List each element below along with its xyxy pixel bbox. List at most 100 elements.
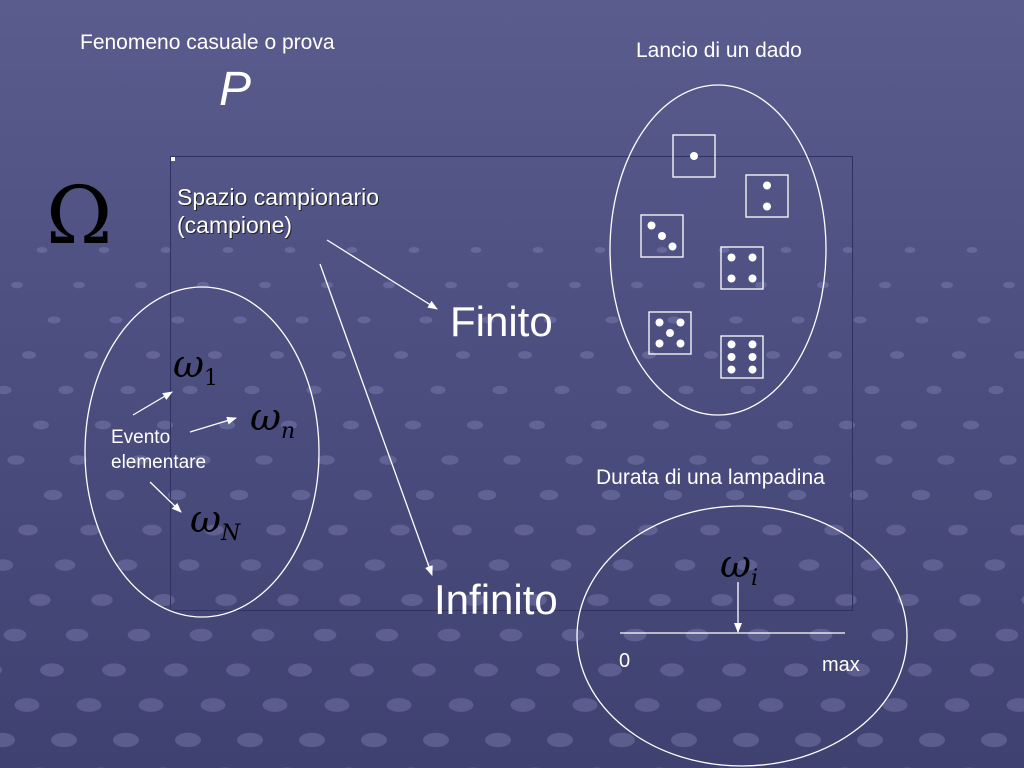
- background-dot: [259, 281, 271, 289]
- background-dot: [780, 247, 792, 253]
- background-dot: [40, 663, 64, 677]
- background-dot: [240, 559, 262, 571]
- background-dot: [561, 628, 585, 642]
- background-dot: [598, 663, 622, 677]
- background-dot: [237, 732, 263, 748]
- axis-zero-label: 0: [619, 650, 631, 672]
- background-dot: [1013, 351, 1024, 359]
- background-dot: [193, 455, 211, 465]
- durata-lampadina-label: Durata di una lampadina: [596, 466, 825, 489]
- background-dot: [0, 666, 2, 674]
- background-dot: [900, 420, 918, 430]
- background-dot: [678, 385, 694, 395]
- background-dot: [1010, 524, 1024, 536]
- background-dot: [729, 316, 743, 324]
- background-dot: [357, 316, 371, 324]
- background-dot: [751, 455, 769, 465]
- background-dot: [609, 732, 635, 748]
- background-dot: [116, 559, 138, 571]
- background-dot: [430, 385, 446, 395]
- background-dot: [43, 489, 63, 501]
- background-dot: [846, 663, 870, 677]
- background-dot: [897, 594, 919, 606]
- background-dot: [142, 524, 162, 536]
- content-frame: [170, 156, 853, 611]
- finito-label: Finito: [450, 298, 553, 345]
- background-dot: [507, 281, 519, 289]
- background-dot: [594, 247, 606, 253]
- background-dot: [32, 420, 50, 430]
- lampadina-ellipse: [576, 505, 908, 767]
- die-face-3: [640, 214, 684, 258]
- background-dot: [54, 559, 76, 571]
- background-dot: [576, 524, 596, 536]
- background-dot: [499, 628, 523, 642]
- background-dot: [933, 628, 957, 642]
- background-dot: [226, 663, 250, 677]
- background-dot: [634, 698, 660, 712]
- background-dot: [204, 524, 224, 536]
- background-dot: [864, 385, 880, 395]
- background-dot: [517, 351, 533, 359]
- background-dot: [284, 247, 296, 253]
- background-dot: [383, 281, 395, 289]
- background-dot: [514, 524, 534, 536]
- background-dot: [466, 420, 484, 430]
- background-dot: [733, 732, 759, 748]
- background-dot: [543, 316, 557, 324]
- background-dot: [127, 628, 151, 642]
- background-dot: [29, 594, 51, 606]
- background-dot: [605, 316, 619, 324]
- background-dot: [251, 628, 275, 642]
- background-dot: [758, 698, 784, 712]
- background-dot: [813, 455, 831, 465]
- background-dot: [98, 247, 110, 253]
- die-pip: [676, 318, 685, 327]
- background-dot: [663, 489, 683, 501]
- background-dot: [762, 524, 782, 536]
- background-dot: [835, 594, 857, 606]
- background-dot: [423, 732, 449, 748]
- background-dot: [288, 663, 312, 677]
- die-pip: [727, 274, 736, 283]
- background-dot: [368, 385, 384, 395]
- background-dot: [299, 732, 325, 748]
- background-dot: [419, 316, 433, 324]
- evento-line-2: elementare: [111, 452, 207, 473]
- fenomeno-title: Fenomeno casuale o prova: [80, 31, 335, 54]
- background-dot: [908, 663, 932, 677]
- background-dot: [937, 455, 955, 465]
- background-dot: [740, 385, 756, 395]
- background-dot: [280, 420, 298, 430]
- background-dot: [244, 385, 260, 395]
- omega-n-glyph: ω: [250, 395, 281, 439]
- background-dot: [404, 420, 422, 430]
- background-dot: [0, 385, 12, 395]
- background-dot: [922, 559, 944, 571]
- die-pip: [647, 221, 656, 230]
- background-dot: [722, 663, 746, 677]
- background-dot: [915, 316, 929, 324]
- background-dot: [178, 559, 200, 571]
- background-dot: [73, 281, 85, 289]
- arrow-to-infinito: [319, 263, 433, 576]
- background-dot: [65, 628, 89, 642]
- background-dot: [324, 698, 350, 712]
- background-dot: [765, 351, 781, 359]
- background-dot: [736, 559, 758, 571]
- die-pip: [666, 329, 674, 337]
- background-dot: [437, 628, 461, 642]
- spazio-campionario-label: Spazio campionario (campione): [177, 183, 379, 239]
- die-pip: [658, 232, 666, 240]
- background-dot: [525, 594, 547, 606]
- omega-1-subscript: 1: [204, 366, 218, 391]
- background-dot: [36, 247, 48, 253]
- die-pip: [763, 202, 771, 211]
- background-dot: [755, 281, 767, 289]
- background-dot: [302, 559, 324, 571]
- die-pip: [763, 181, 771, 190]
- background-dot: [795, 732, 821, 748]
- spazio-line-2: (campione): [177, 212, 293, 238]
- background-dot: [827, 351, 843, 359]
